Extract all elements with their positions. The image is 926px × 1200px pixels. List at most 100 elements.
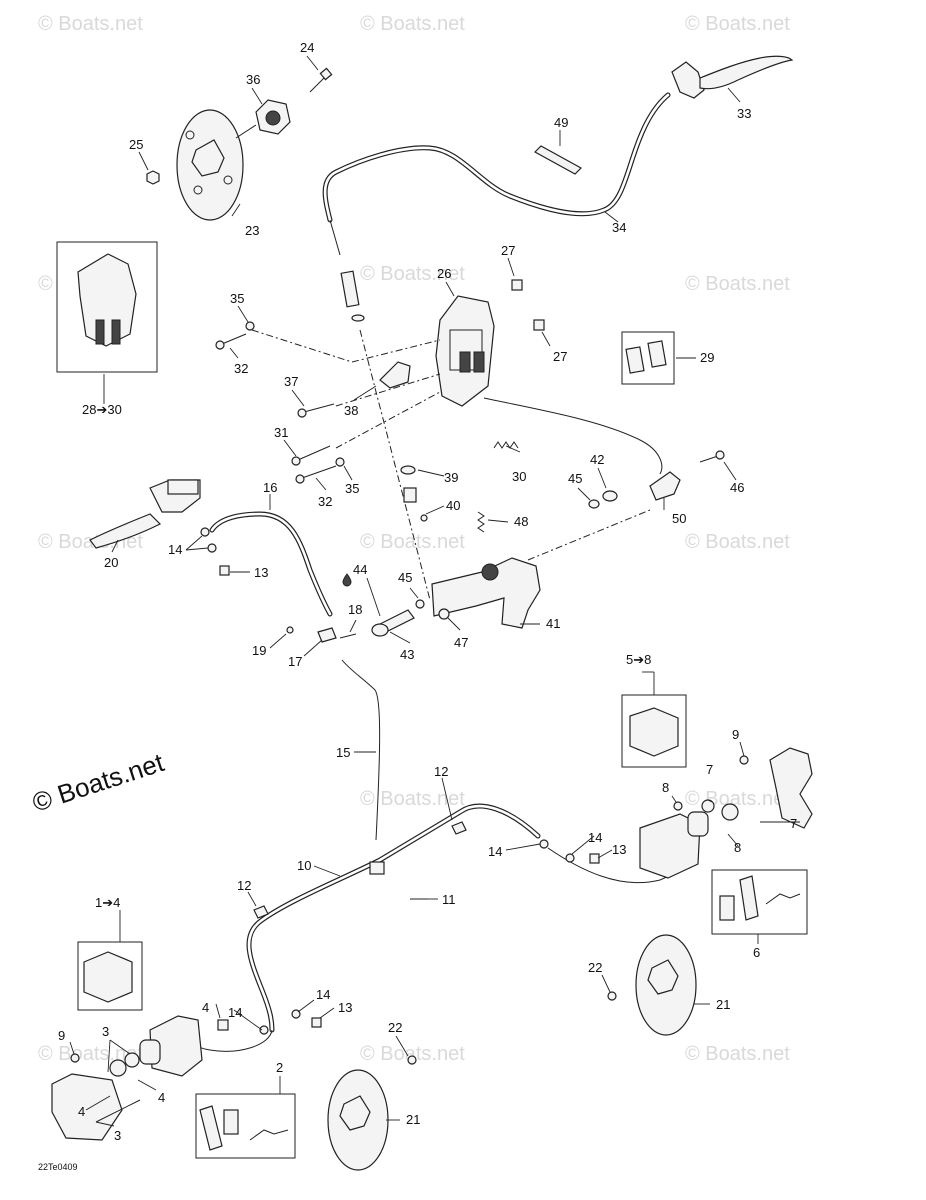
bleeder-27 — [511, 279, 523, 291]
spacer-39 — [400, 465, 417, 503]
nut-47 — [438, 608, 450, 620]
washer-35b — [335, 457, 345, 467]
bleeder-8 — [673, 801, 683, 811]
callout-14b: 14 — [228, 1005, 242, 1020]
nut-19 — [286, 626, 294, 634]
callout-37: 37 — [284, 374, 298, 389]
callout-4c: 4 — [158, 1090, 165, 1105]
callout-32b: 32 — [318, 494, 332, 509]
callout-14e: 14 — [316, 987, 330, 1002]
callout-21b: 21 — [406, 1112, 420, 1127]
watermark: © Boats.net — [360, 788, 465, 810]
clip-17 — [317, 627, 337, 643]
callout-13: 13 — [254, 565, 268, 580]
watermark: © Boats.net — [685, 1043, 790, 1065]
banjo-bolt-13b — [589, 853, 600, 864]
clip-12b — [253, 905, 269, 919]
pedal-41 — [431, 557, 541, 629]
callout-36: 36 — [246, 72, 260, 87]
bleeder-27b — [533, 319, 545, 331]
bolt-9b — [70, 1053, 80, 1063]
oil-drop-icon — [342, 573, 352, 587]
watermark: © Boats.net — [38, 13, 143, 35]
callout-1-4: 1➔4 — [95, 895, 120, 910]
brake-line-15 — [341, 659, 381, 841]
callout-4: 4 — [202, 1000, 209, 1015]
washer-14b — [207, 543, 217, 553]
callout-29: 29 — [700, 350, 714, 365]
callout-22: 22 — [588, 960, 602, 975]
watermark: © Boats.net — [685, 531, 790, 553]
inset-box-1-4 — [77, 941, 143, 1011]
washer-14 — [200, 527, 210, 537]
caliper-left — [51, 1015, 203, 1141]
diagram-code: 22Te0409 — [38, 1162, 78, 1172]
inset-box-6 — [711, 869, 808, 935]
callout-35b: 35 — [345, 481, 359, 496]
spring-30 — [493, 441, 519, 449]
callout-33: 33 — [737, 106, 751, 121]
clip-12 — [451, 821, 467, 835]
bracket-38 — [379, 361, 411, 389]
shaft-43 — [371, 609, 415, 637]
pad-49 — [534, 145, 582, 175]
watermark-large: © Boats.net — [29, 747, 169, 818]
callout-7: 7 — [706, 762, 713, 777]
callout-13b: 13 — [612, 842, 626, 857]
washer-45b — [415, 599, 425, 609]
washer-35 — [245, 321, 255, 331]
callout-14d: 14 — [588, 830, 602, 845]
banjo-bolt-13 — [219, 565, 230, 576]
callout-16: 16 — [263, 480, 277, 495]
callout-38: 38 — [344, 403, 358, 418]
bolt-46 — [699, 450, 725, 463]
callout-35: 35 — [230, 291, 244, 306]
watermark-group: © Boats.net © Boats.net © Boats.net © Bo… — [29, 13, 791, 1065]
watermark: © Boats.net — [360, 263, 465, 285]
callout-25: 25 — [129, 137, 143, 152]
inset-box-28-30 — [56, 241, 158, 373]
callout-22b: 22 — [388, 1020, 402, 1035]
callout-labels: 24 36 25 23 49 33 34 27 26 27 29 35 32 3… — [58, 40, 797, 1143]
pin-3 — [95, 1099, 141, 1123]
callout-12: 12 — [434, 764, 448, 779]
bolt-37 — [297, 403, 335, 418]
brake-caliper-26 — [435, 295, 495, 407]
callout-10: 10 — [297, 858, 311, 873]
leader-lines — [69, 55, 800, 1127]
bolt-31 — [291, 445, 331, 466]
callout-45b: 45 — [398, 570, 412, 585]
bolt-24 — [309, 67, 333, 93]
banjo-bolt-13c — [311, 1017, 322, 1028]
bolt-22 — [607, 991, 617, 1001]
callout-32: 32 — [234, 361, 248, 376]
callout-23: 23 — [245, 223, 259, 238]
callout-5-8: 5➔8 — [626, 652, 651, 667]
callout-6: 6 — [753, 945, 760, 960]
callout-3b: 3 — [114, 1128, 121, 1143]
callout-27: 27 — [501, 243, 515, 258]
brake-disc-top — [176, 109, 244, 221]
bolt-22b — [407, 1055, 417, 1065]
callout-9: 9 — [732, 727, 739, 742]
bolt-32 — [295, 465, 337, 484]
callout-43: 43 — [400, 647, 414, 662]
brake-disc-left — [327, 1069, 389, 1171]
callout-17: 17 — [288, 654, 302, 669]
callout-30: 30 — [512, 469, 526, 484]
brake-disc-right — [635, 934, 697, 1036]
callout-42: 42 — [590, 452, 604, 467]
callout-41: 41 — [546, 616, 560, 631]
callout-8b: 8 — [734, 840, 741, 855]
callout-24: 24 — [300, 40, 314, 55]
hub-36 — [255, 99, 291, 135]
callout-8: 8 — [662, 780, 669, 795]
callout-15: 15 — [336, 745, 350, 760]
washer-14c — [539, 839, 549, 849]
washer-45 — [588, 499, 600, 509]
washer-14e — [259, 1025, 269, 1035]
callout-31: 31 — [274, 425, 288, 440]
bolt-9 — [739, 755, 749, 765]
callout-14: 14 — [168, 542, 182, 557]
inset-box-2 — [195, 1093, 296, 1159]
